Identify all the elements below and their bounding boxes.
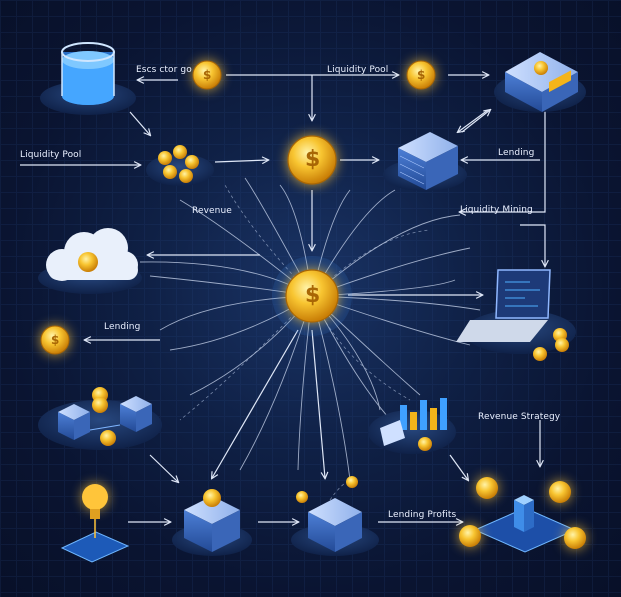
coin-top-right [406,60,436,90]
label-liquidity-pool-left: Liquidity Pool [20,150,82,160]
label-lending-left: Lending [104,322,141,332]
cube-node [172,489,252,556]
stack-node-upper [383,132,467,191]
arrow-stack-server [461,110,490,133]
arrow-server-right-down [460,110,546,212]
dashed-lines [179,184,431,501]
arrow-cylinder-down [129,111,150,135]
coin-pile-node [146,145,214,186]
strategy-node [368,398,456,454]
stack-node-lower [291,476,379,556]
label-liquidity-pool-top: Liquidity Pool [327,65,389,75]
label-lending-profits: Lending Profits [388,510,457,520]
cylinder-pool-node [40,42,136,115]
blocks-node [38,387,162,450]
coin-symbol: $ [305,147,321,172]
label-revenue: Revenue [192,206,232,216]
laptop-node [456,269,576,361]
arrow-strategy-right [449,454,468,480]
server-node [494,52,586,112]
arrow-center-to-cube [212,329,299,478]
coin-symbol: $ [203,68,212,82]
bulb-node [60,484,130,563]
coin-top-left [192,60,222,90]
label-revenue-strategy: Revenue Strategy [478,412,561,422]
arrow-blocks-down [149,454,178,482]
connector-arrows [20,75,545,522]
coin-lending-left [40,325,70,355]
tower-node [459,477,586,553]
central-coin-upper [287,135,337,185]
coin-symbol: $ [417,68,426,82]
cloud-node [38,228,142,294]
coin-symbol: $ [305,283,321,308]
coin-symbol: $ [51,333,60,347]
label-liquidity-mining: Liquidity Mining [460,205,533,215]
arrow-coins-to-center [214,160,268,162]
arrow-right-to-laptop [520,224,545,266]
label-lending-right: Lending [498,148,535,158]
arrow-server-stack [458,109,489,132]
label-exchange: Escs ctor go [136,65,192,75]
central-coin [272,256,352,336]
arrow-center-to-stack2 [311,329,325,478]
